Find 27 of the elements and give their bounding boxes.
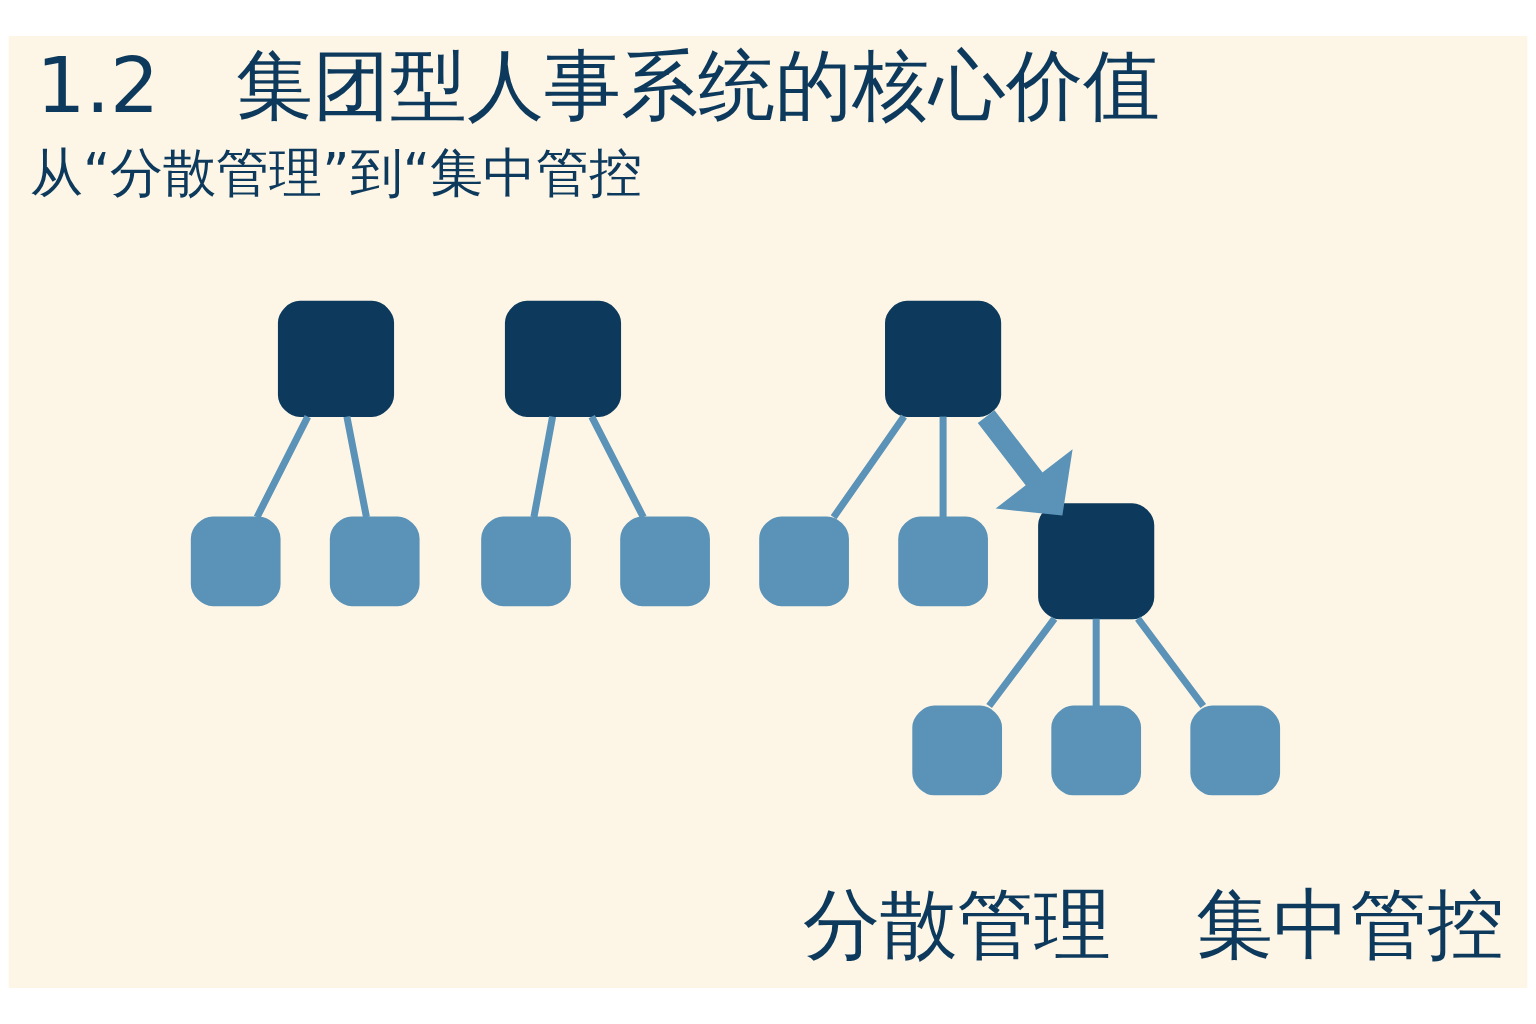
node-person <box>329 516 420 607</box>
node-person <box>1051 705 1142 796</box>
connector <box>343 415 370 518</box>
node-person <box>759 516 849 607</box>
node-person <box>277 300 395 417</box>
node-person <box>504 300 622 417</box>
arrow <box>977 410 1073 516</box>
connector <box>588 415 647 519</box>
diagram-title: 1.2 集团型人事系统的核心价值 <box>36 40 1161 131</box>
label: 集中管控 <box>1195 879 1504 970</box>
node-person <box>885 300 1002 417</box>
connector <box>253 415 311 519</box>
node-person <box>190 516 281 607</box>
connector <box>530 415 557 518</box>
node-person <box>912 705 1003 796</box>
node-person <box>620 516 710 607</box>
connector <box>986 616 1058 709</box>
connector <box>1135 616 1207 709</box>
label: 从“分散管理”到“集中管控 <box>29 141 643 203</box>
label: 分散管理 <box>803 879 1112 970</box>
node-person <box>898 516 988 607</box>
node-person <box>1190 705 1281 796</box>
node-person <box>481 516 571 607</box>
connector <box>830 414 907 520</box>
node-person <box>1038 503 1155 620</box>
connector <box>1092 618 1100 706</box>
connector <box>939 416 947 518</box>
